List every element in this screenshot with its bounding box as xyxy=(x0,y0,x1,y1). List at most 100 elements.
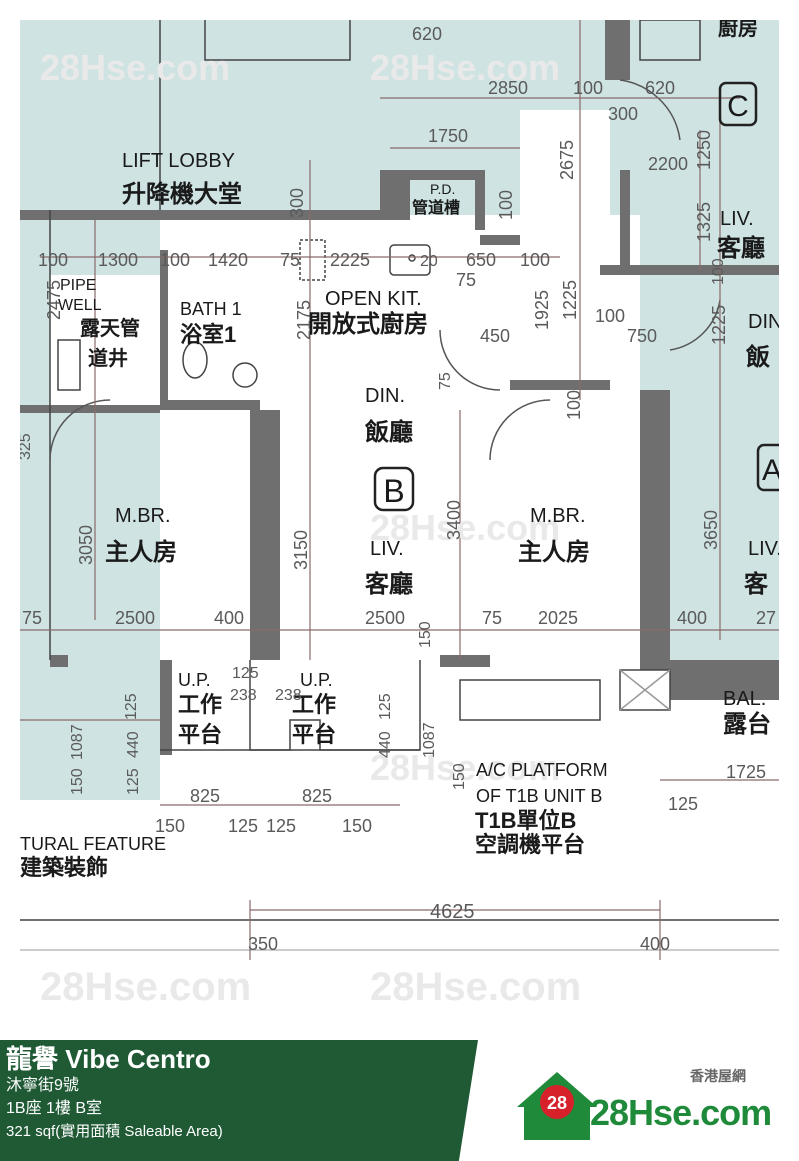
up-right-label-en: U.P. xyxy=(300,670,333,690)
up-left-label-en: U.P. xyxy=(178,670,211,690)
dimension-label: 2475 xyxy=(44,280,64,320)
dimension-label: 238 xyxy=(275,687,302,704)
listing-footer: 龍譽 Vibe Centro 沐寧街9號 1B座 1樓 B室 321 sqf(實… xyxy=(0,1040,799,1161)
property-info: 龍譽 Vibe Centro 沐寧街9號 1B座 1樓 B室 321 sqf(實… xyxy=(6,1044,223,1143)
dimension-label: 100 xyxy=(564,390,584,420)
dimension-label: 4625 xyxy=(430,901,475,923)
dimension-label: 3650 xyxy=(701,510,721,550)
liv-c-label-zh: 客廳 xyxy=(717,234,765,262)
bath-label-en: BATH 1 xyxy=(180,299,242,319)
dimension-label: 2200 xyxy=(648,154,688,174)
dimension-label: 100 xyxy=(160,250,190,270)
dimension-label: 400 xyxy=(214,608,244,628)
watermark: 28Hse.com xyxy=(370,965,581,1009)
property-unit: 1B座 1樓 B室 xyxy=(6,1100,103,1117)
top-right-room-label-zh: 廚房 xyxy=(718,20,758,40)
watermark: 28Hse.com xyxy=(370,47,560,88)
up-right-label-zh: 平台 xyxy=(292,722,336,747)
up-left-label-zh: 工作 xyxy=(178,692,222,717)
dimension-label: 125 xyxy=(125,768,142,795)
house-logo-icon: 28 xyxy=(517,1072,597,1140)
feature-label-en: TURAL FEATURE xyxy=(20,834,166,854)
dimension-label: 1225 xyxy=(709,305,729,345)
dimension-label: 2175 xyxy=(294,300,314,340)
dimension-label: 1750 xyxy=(428,126,468,146)
dimension-label: 125 xyxy=(266,816,296,836)
dimension-label: 400 xyxy=(677,608,707,628)
unit-mark-c: C xyxy=(727,90,749,123)
dimension-lines xyxy=(20,20,779,960)
liv-label-zh: 客廳 xyxy=(365,570,413,598)
watermarks: 28Hse.com 28Hse.com 28Hse.com 28Hse.com … xyxy=(40,47,581,1009)
din-a-label-en: DIN xyxy=(748,311,779,333)
pd-label-en: P.D. xyxy=(430,181,455,197)
room-labels: LIFT LOBBY 升降機大堂 P.D. 管道槽 PIPE WELL 露天管 … xyxy=(20,20,779,880)
bal-label-zh: 露台 xyxy=(723,710,771,738)
property-area: 321 sqf(實用面積 Saleable Area) xyxy=(6,1123,223,1140)
liv-a-label-en: LIV. xyxy=(748,538,779,560)
ac-platform-label-zh: 空調機平台 xyxy=(475,832,585,857)
dimension-label: 150 xyxy=(155,816,185,836)
dimension-label: 1087 xyxy=(69,724,86,760)
lift-lobby-label-en: LIFT LOBBY xyxy=(122,150,235,172)
dimension-label: 350 xyxy=(248,934,278,954)
dimension-label: 27 xyxy=(756,608,776,628)
dimension-label: 440 xyxy=(377,731,394,758)
linework xyxy=(20,20,779,951)
up-left-label-zh: 平台 xyxy=(178,722,222,747)
dimension-label: 1725 xyxy=(726,762,766,782)
dimension-label: 125 xyxy=(123,693,140,720)
dimension-label: 2500 xyxy=(365,608,405,628)
dimension-label: 2225 xyxy=(330,250,370,270)
up-right-label-zh: 工作 xyxy=(292,692,336,717)
bath-label-zh: 浴室1 xyxy=(180,322,236,347)
watermark: 28Hse.com xyxy=(40,965,251,1009)
lift-lobby-label-zh: 升降機大堂 xyxy=(122,180,242,208)
dimension-label: 100 xyxy=(38,250,68,270)
footer-banner xyxy=(0,1040,478,1161)
dimension-label: 125 xyxy=(668,794,698,814)
kitchen-label-en: OPEN KIT. xyxy=(325,288,422,310)
dimension-label: 400 xyxy=(640,934,670,954)
mbr-right-label-en: M.BR. xyxy=(530,505,586,527)
dimension-label: 100 xyxy=(573,78,603,98)
dimension-label: 75 xyxy=(280,250,300,270)
mbr-left-label-en: M.BR. xyxy=(115,505,171,527)
dimension-label: 620 xyxy=(645,78,675,98)
dimension-label: 3050 xyxy=(76,525,96,565)
dimension-label: 825 xyxy=(190,786,220,806)
liv-c-label-en: LIV. xyxy=(720,208,754,230)
pipe-well-label-en: WELL xyxy=(58,297,102,314)
watermark: 28Hse.com xyxy=(40,47,230,88)
dimension-label: 75 xyxy=(437,372,454,390)
floor-plan-drawing: 28Hse.com 28Hse.com 28Hse.com 28Hse.com … xyxy=(20,20,779,1020)
pipe-well-label-zh: 道井 xyxy=(88,346,128,370)
brand-badge-text: 28 xyxy=(547,1093,567,1113)
dimension-label: 300 xyxy=(287,188,307,218)
dimension-label: 1925 xyxy=(532,290,552,330)
din-label-zh: 飯廳 xyxy=(364,418,413,446)
watermark: 28Hse.com xyxy=(370,747,560,788)
dimension-label: 3400 xyxy=(444,500,464,540)
dimension-label: 100 xyxy=(710,258,727,285)
liv-a-label-zh: 客 xyxy=(744,570,769,598)
dimension-label: 2500 xyxy=(115,608,155,628)
feature-label-zh: 建築裝飾 xyxy=(20,855,108,880)
ac-platform-label-zh: T1B單位B xyxy=(475,808,576,833)
bathroom-area xyxy=(160,240,260,410)
pipe-well-label-zh: 露天管 xyxy=(80,316,140,340)
dimension-label: 1225 xyxy=(560,280,580,320)
liv-label-en: LIV. xyxy=(370,538,404,560)
pipe-well-label-en: PIPE xyxy=(60,277,96,294)
dimension-label: 1300 xyxy=(98,250,138,270)
dimension-label: 825 xyxy=(302,786,332,806)
din-a-label-zh: 飯 xyxy=(745,343,770,371)
unit-marks: B C A xyxy=(373,81,779,512)
dimension-label: 150 xyxy=(451,763,468,790)
brand-logo[interactable]: 香港屋網 28 28Hse.com xyxy=(512,1062,772,1142)
dimension-label: 2850 xyxy=(488,78,528,98)
dimension-label: 300 xyxy=(608,104,638,124)
dimension-label: 1325 xyxy=(694,202,714,242)
dimension-label: 150 xyxy=(417,621,434,648)
pd-label-zh: 管道槽 xyxy=(412,198,460,217)
